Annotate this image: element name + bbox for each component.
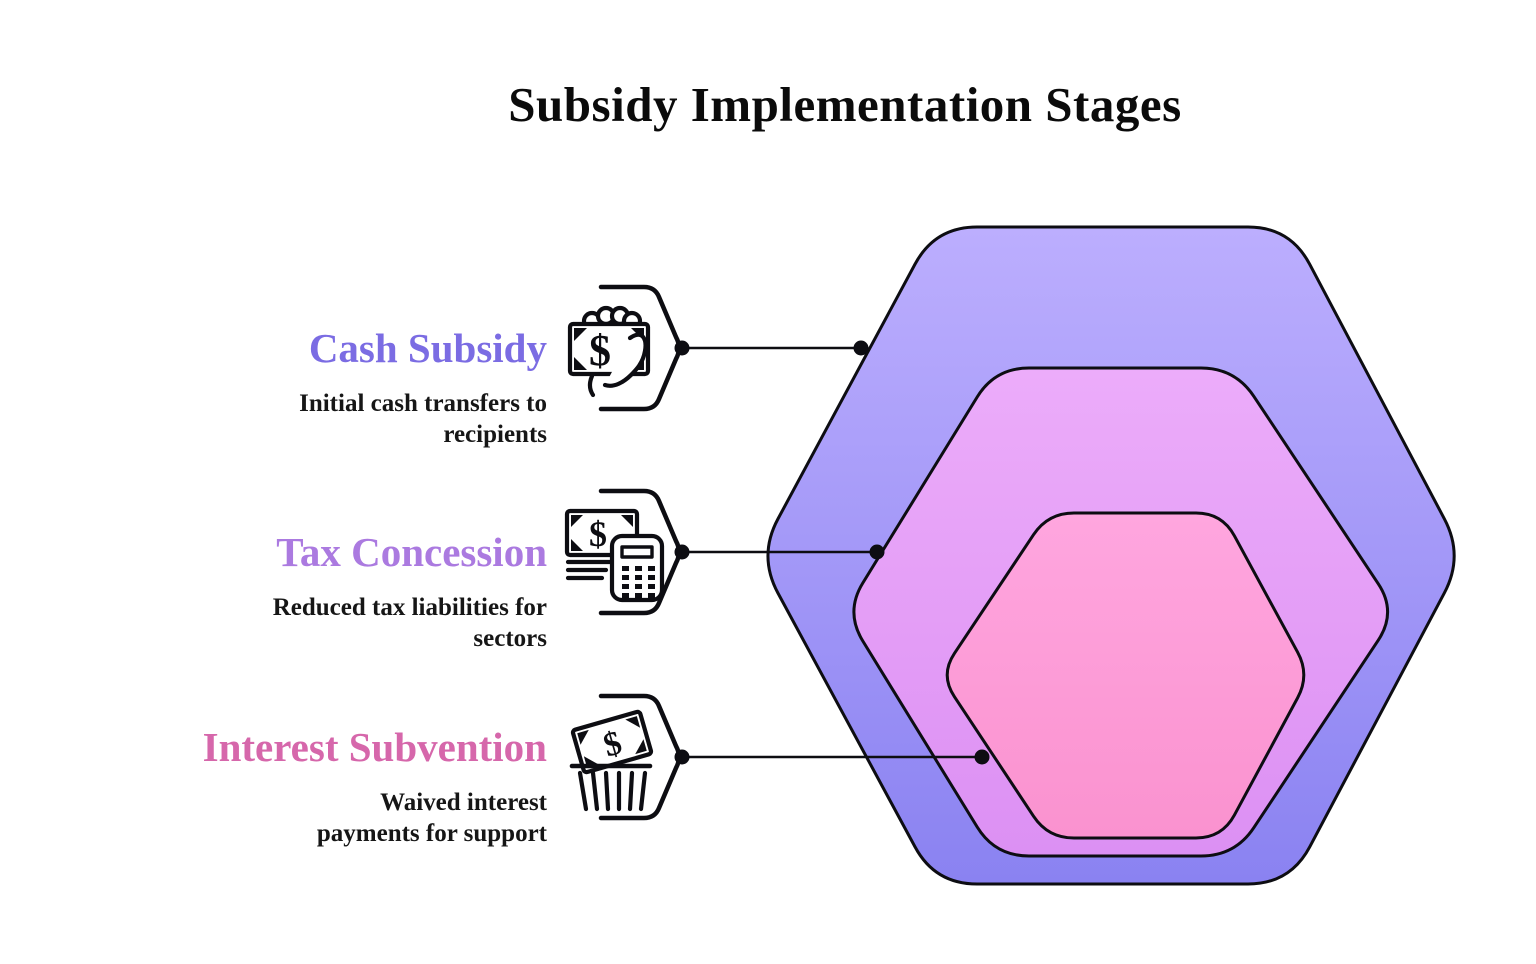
connector-cash-subsidy <box>674 340 869 356</box>
bill-calculator-icon: $ <box>564 508 665 603</box>
stage-description: Waived interest payments for support <box>316 788 547 848</box>
stage-item-interest-subvention: Interest Subvention Waived interest paym… <box>202 724 547 850</box>
connector-dot <box>974 749 990 765</box>
stage-heading: Tax Concession <box>276 529 547 575</box>
diagram-title: Subsidy Implementation Stages <box>508 77 1182 132</box>
connector-tax-concession <box>674 544 885 560</box>
stage-heading: Cash Subsidy <box>308 325 547 371</box>
bill-basket-icon: $ <box>569 709 654 812</box>
hexagon-inner <box>945 511 1306 840</box>
stage-description: Initial cash transfers to recipients <box>299 389 547 449</box>
basket <box>569 763 653 812</box>
connector-dot <box>853 340 869 356</box>
icon-bracket <box>598 488 682 616</box>
stage-description: Reduced tax liabilities for sectors <box>272 593 547 653</box>
stage-item-cash-subsidy: Cash Subsidy Initial cash transfers to r… <box>299 325 547 451</box>
dollar-glyph: $ <box>589 326 611 375</box>
connector-dot <box>869 544 885 560</box>
dollar-glyph: $ <box>589 514 607 554</box>
icon-bracket <box>598 693 682 821</box>
stage-item-tax-concession: Tax Concession Reduced tax liabilities f… <box>272 529 547 655</box>
icon-bracket <box>598 284 682 412</box>
calculator-keys <box>622 566 655 598</box>
stage-heading: Interest Subvention <box>202 724 547 770</box>
cash-hand-icon: $ <box>567 305 651 398</box>
